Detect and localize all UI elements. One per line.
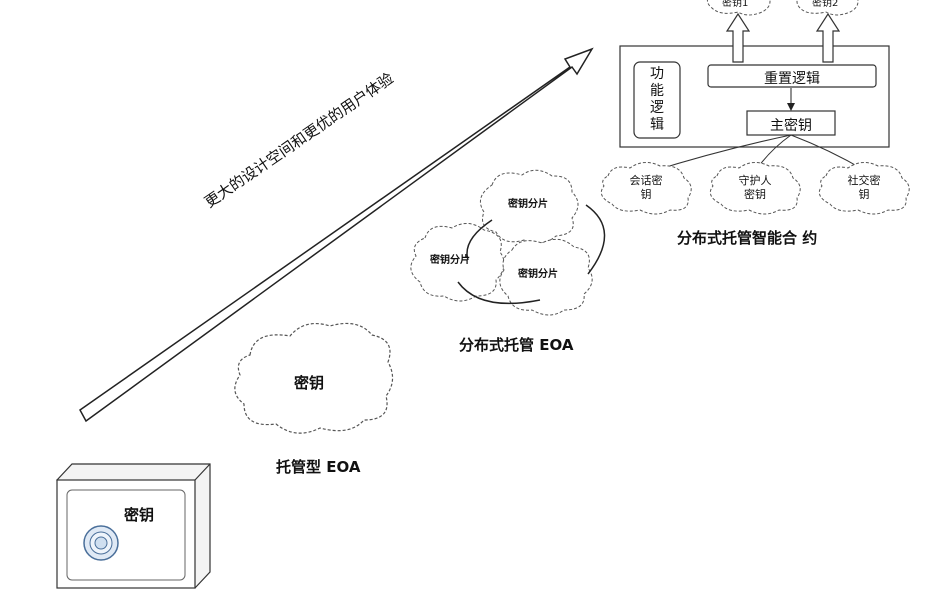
guardian-key-line-2: 密钥 bbox=[744, 188, 766, 201]
guardian-key-line-1: 守护人 bbox=[738, 174, 772, 187]
progress-arrow bbox=[79, 47, 594, 423]
up-arrow-key1 bbox=[725, 12, 751, 63]
top-key-cloud-2 bbox=[796, 0, 859, 16]
shard-arc-right bbox=[585, 204, 606, 275]
safe-dial-icon bbox=[83, 525, 119, 561]
social-key-label: 社交密 钥 bbox=[824, 174, 904, 202]
social-key-line-2: 钥 bbox=[858, 188, 870, 201]
shard-cloud-right bbox=[499, 238, 593, 316]
top-key-cloud-1 bbox=[706, 0, 771, 16]
session-key-cloud bbox=[600, 162, 692, 215]
safe-key-label: 密钥 bbox=[124, 506, 155, 524]
smart-contract-caption: 分布式托管智能合 约 bbox=[677, 229, 818, 247]
guardian-key-label: 守护人 密钥 bbox=[715, 174, 795, 202]
up-arrow-key2 bbox=[815, 12, 841, 63]
safe bbox=[56, 463, 211, 589]
shard-cloud-left bbox=[410, 223, 505, 302]
session-key-line-1: 会话密 bbox=[629, 174, 663, 187]
master-key-label: 主密钥 bbox=[770, 118, 812, 134]
shard-label-right: 密钥分片 bbox=[518, 269, 558, 280]
shard-arc-left bbox=[466, 219, 493, 261]
reset-logic-box bbox=[707, 64, 877, 88]
distributed-eoa-caption: 分布式托管 EOA bbox=[459, 336, 574, 354]
custodial-key-label: 密钥 bbox=[294, 374, 325, 392]
top-key-label-2: 密钥2 bbox=[812, 0, 839, 9]
social-key-cloud bbox=[818, 162, 910, 215]
function-logic-box bbox=[633, 61, 681, 139]
session-key-line-2: 钥 bbox=[640, 188, 652, 201]
reset-logic-label: 重置逻辑 bbox=[764, 71, 820, 87]
custodial-eoa-caption: 托管型 EOA bbox=[276, 458, 361, 476]
session-key-label: 会话密 钥 bbox=[606, 174, 686, 202]
guardian-key-cloud bbox=[709, 162, 801, 215]
custodial-key-cloud bbox=[234, 322, 394, 434]
social-key-line-1: 社交密 bbox=[847, 174, 881, 187]
function-logic-label: 功能逻辑 bbox=[650, 66, 664, 133]
shard-label-left: 密钥分片 bbox=[430, 255, 470, 266]
shard-label-top: 密钥分片 bbox=[508, 199, 548, 210]
top-key-label-1: 密钥1 bbox=[722, 0, 749, 9]
shard-arc-bottom bbox=[457, 281, 541, 305]
master-key-box bbox=[746, 110, 836, 136]
